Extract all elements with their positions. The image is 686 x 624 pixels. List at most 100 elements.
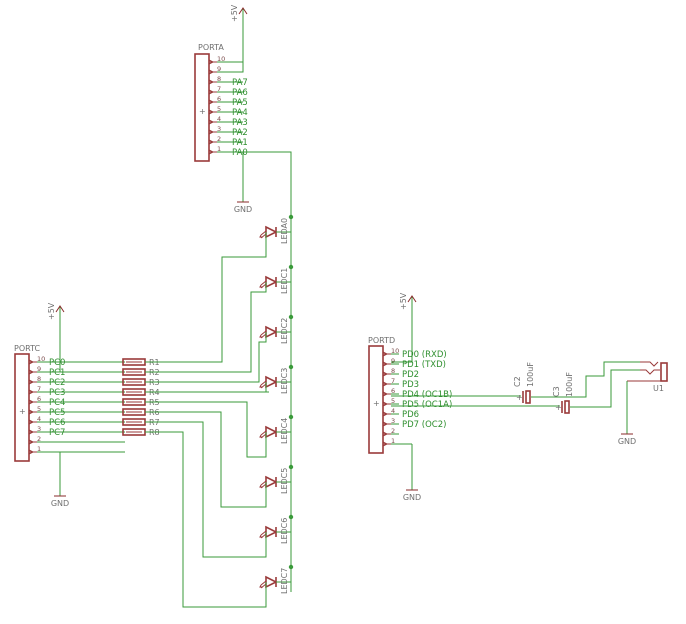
light-emission-icon xyxy=(259,230,267,239)
cap-name: C2 xyxy=(513,376,522,387)
cap-plate-polar xyxy=(525,390,531,404)
porta-net-label: PA6 xyxy=(232,88,248,98)
porta-net-label: PA2 xyxy=(232,128,248,138)
diode-icon xyxy=(265,425,278,439)
light-emission-icon xyxy=(259,330,267,339)
resistor-7 xyxy=(122,428,146,436)
resistor-6 xyxy=(122,418,146,426)
jack-tip-icon xyxy=(640,361,659,367)
led-route-3 xyxy=(145,382,269,393)
led-route-1 xyxy=(145,282,267,373)
resistor-4 xyxy=(122,398,146,406)
cap-plate-polar xyxy=(564,400,570,414)
pin-number: 5 xyxy=(217,105,221,113)
portd-gnd-label: GND xyxy=(403,493,421,502)
porta-net-label: PA5 xyxy=(232,98,248,108)
pin-number: 6 xyxy=(391,387,395,395)
diode-icon xyxy=(265,325,278,339)
junction-dot xyxy=(288,314,294,320)
porta-header-plus: + xyxy=(199,107,206,116)
led-label: LEDC4 xyxy=(280,418,289,444)
portc-header-plus: + xyxy=(19,407,26,416)
junction-dot xyxy=(288,414,294,420)
portd-net-label: PD2 xyxy=(402,370,419,380)
cap-value: 100uF xyxy=(526,362,535,387)
junction-dot xyxy=(288,564,294,570)
light-emission-icon xyxy=(259,530,267,539)
led-label: LEDC2 xyxy=(280,318,289,344)
pin-number: 1 xyxy=(37,445,41,453)
pin-number: 7 xyxy=(37,385,41,393)
pin-number: 3 xyxy=(37,425,41,433)
pin-number: 2 xyxy=(391,427,395,435)
junction-dot xyxy=(288,514,294,520)
junction-dot xyxy=(288,464,294,470)
led-route-7 xyxy=(145,431,267,608)
porta-gnd-label: GND xyxy=(234,205,252,214)
led-route-5 xyxy=(145,411,267,508)
light-emission-icon xyxy=(259,580,267,589)
pin-number: 6 xyxy=(217,95,221,103)
cap-value: 100uF xyxy=(565,372,574,397)
pin-number: 9 xyxy=(217,65,221,73)
pin-number: 1 xyxy=(391,437,395,445)
portd-header: + xyxy=(368,345,399,454)
junction-dot xyxy=(288,264,294,270)
pin-number: 2 xyxy=(37,435,41,443)
portc-net-label: PC7 xyxy=(49,428,65,438)
c2-to-jack xyxy=(531,361,640,398)
junction-dot xyxy=(288,214,294,220)
diode-icon xyxy=(265,475,278,489)
led-route-0 xyxy=(145,232,267,363)
junction-dot xyxy=(288,364,294,370)
porta-net-label: PA3 xyxy=(232,118,248,128)
portc-net-label: PC4 xyxy=(49,398,65,408)
portd-net-label: PD5 (OC1A) xyxy=(402,400,452,410)
porta-vcc-label: +5V xyxy=(230,4,239,22)
pin-number: 4 xyxy=(37,415,41,423)
portd-net-label: PD6 xyxy=(402,410,419,420)
portc-net-label: PC0 xyxy=(49,358,65,368)
pin-number: 8 xyxy=(391,367,395,375)
jack-gnd-label: GND xyxy=(618,437,636,446)
audio-jack xyxy=(627,361,668,382)
pin-number: 4 xyxy=(391,407,395,415)
led-label: LEDC7 xyxy=(280,568,289,594)
led-route-4 xyxy=(145,401,267,458)
portd-header-body xyxy=(368,345,384,454)
resistor-3 xyxy=(122,388,146,396)
portc-net-label: PC2 xyxy=(49,378,65,388)
portd-header-plus: + xyxy=(373,399,380,408)
pin-number: 6 xyxy=(37,395,41,403)
pin-number: 9 xyxy=(37,365,41,373)
portc-net-label: PC1 xyxy=(49,368,65,378)
resistor-0 xyxy=(122,358,146,366)
portc-vcc-label: +5V xyxy=(47,302,56,320)
pin-number: 1 xyxy=(217,145,221,153)
diode-icon xyxy=(265,275,278,289)
portd-net-label: PD1 (TXD) xyxy=(402,360,446,370)
pin-number: 7 xyxy=(217,85,221,93)
pin-number: 10 xyxy=(217,55,225,63)
portc-header-body xyxy=(14,353,30,462)
porta-title: PORTA xyxy=(198,43,224,52)
porta-net-label: PA1 xyxy=(232,138,248,148)
pin-number: 5 xyxy=(391,397,395,405)
vcc-arrow-icon xyxy=(238,7,248,15)
vcc-arrow-icon xyxy=(55,305,65,313)
led-route-6 xyxy=(145,421,267,558)
porta-net-label: PA4 xyxy=(232,108,248,118)
led-route-2 xyxy=(145,332,267,383)
cap-polarity-icon: + xyxy=(516,393,523,402)
pin-number: 9 xyxy=(391,357,395,365)
led-label: LEDC6 xyxy=(280,518,289,544)
resistor-1 xyxy=(122,368,146,376)
vcc-arrow-icon xyxy=(407,295,417,303)
resistor-5 xyxy=(122,408,146,416)
cap-polarity-icon: + xyxy=(555,403,562,412)
jack-label: U1 xyxy=(653,384,664,393)
portd-net-label: PD3 xyxy=(402,380,419,390)
pin-number: 8 xyxy=(217,75,221,83)
portc-title: PORTC xyxy=(14,344,41,353)
